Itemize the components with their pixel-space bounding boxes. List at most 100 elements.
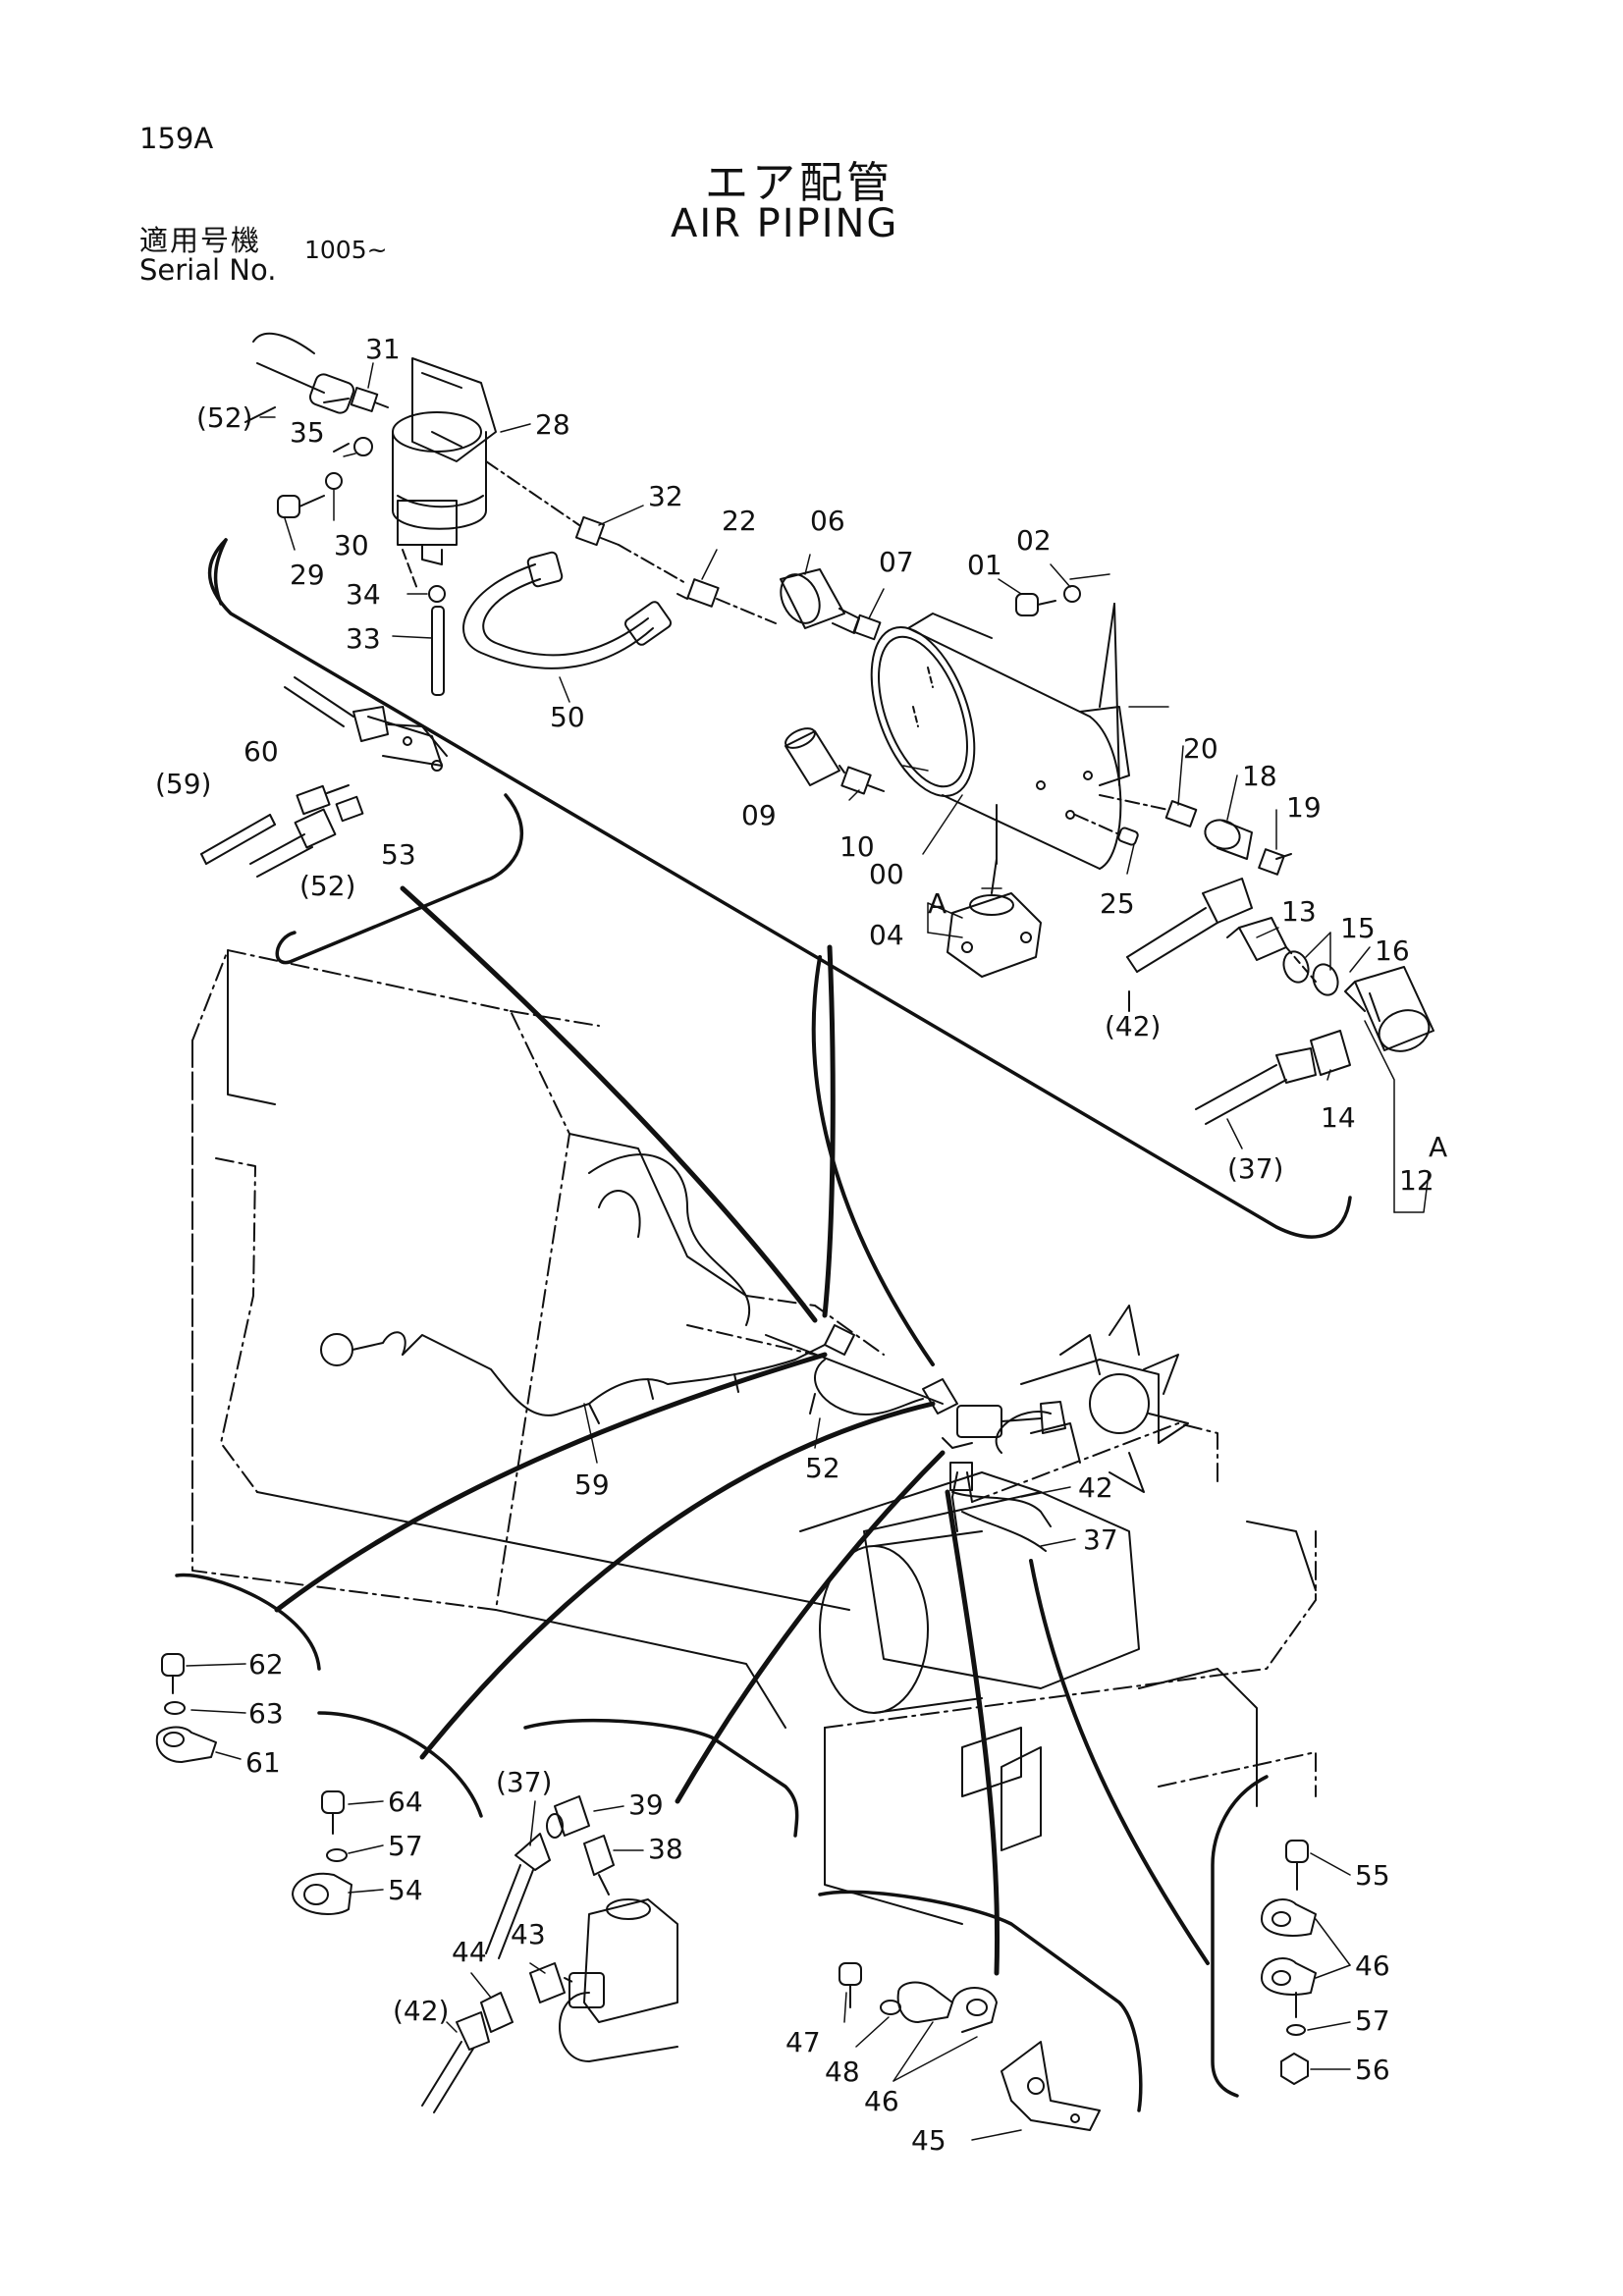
callout-02: 02 xyxy=(1016,524,1052,557)
callout-10: 10 xyxy=(839,830,875,863)
callout-A-governor: A xyxy=(928,887,947,920)
panel-62-border xyxy=(175,1573,321,1671)
callout-56: 56 xyxy=(1355,2054,1390,2086)
rod-59 xyxy=(200,814,276,865)
serial-value: 1005~ xyxy=(304,236,388,264)
callout-07: 07 xyxy=(879,546,914,578)
serial-label-english: Serial No. xyxy=(139,253,277,287)
callout-55: 55 xyxy=(1355,1859,1390,1892)
callout-62: 62 xyxy=(248,1648,284,1681)
callout-12: 12 xyxy=(1399,1164,1434,1197)
clamp-set-54 xyxy=(292,1790,352,1915)
washer-35 xyxy=(353,437,373,456)
band-33 xyxy=(431,606,445,696)
air-separator-28 xyxy=(252,332,497,565)
callout-14: 14 xyxy=(1321,1101,1356,1134)
callout-50: 50 xyxy=(550,701,585,733)
elbow-13 xyxy=(1226,917,1287,961)
callout-37-lower: (37) xyxy=(496,1766,552,1798)
elbow-44 xyxy=(480,1992,514,2033)
callout-16: 16 xyxy=(1375,934,1410,967)
elbow-39 xyxy=(546,1795,590,1839)
elbow-43 xyxy=(529,1962,566,2003)
cooling-fan xyxy=(1059,1305,1189,1493)
pipe-37-lower xyxy=(485,1833,551,1959)
bracket-45 xyxy=(1001,2041,1101,2131)
callout-45: 45 xyxy=(911,2124,947,2157)
air-cylinder-38 xyxy=(559,1898,678,2062)
callout-22: 22 xyxy=(722,505,757,537)
pressure-switch-06 xyxy=(780,568,860,634)
pipe-42-37 xyxy=(949,1462,1052,1552)
inset-fittings xyxy=(200,676,448,878)
washer-16 xyxy=(1312,963,1339,996)
callout-04: 04 xyxy=(869,919,904,951)
callout-54: 54 xyxy=(388,1874,423,1906)
fitting-31 xyxy=(350,387,389,412)
fitting-53 xyxy=(335,795,364,823)
panel-64-border xyxy=(317,1711,483,1818)
leader-lines xyxy=(186,362,1430,2141)
fitting-09 xyxy=(784,727,840,786)
pipe-52-inset xyxy=(249,808,337,878)
callout-35: 35 xyxy=(290,416,325,449)
callout-46-right: 46 xyxy=(1355,1949,1390,1982)
pipe-52 xyxy=(809,1359,924,1415)
callout-63: 63 xyxy=(248,1697,284,1730)
callout-57-left: 57 xyxy=(388,1830,423,1862)
clamp-34 xyxy=(428,585,446,603)
pipe-42-lower xyxy=(421,2011,490,2113)
callout-47: 47 xyxy=(785,2026,821,2058)
clamp-46-lower xyxy=(896,1981,998,2033)
inset-panel-border xyxy=(275,793,524,965)
callout-61: 61 xyxy=(245,1746,281,1779)
callout-31: 31 xyxy=(365,333,401,365)
elbow-19 xyxy=(1258,848,1292,876)
clamp-set-61 xyxy=(155,1653,217,1763)
pipe-37-upper xyxy=(1195,1047,1317,1125)
callout-34: 34 xyxy=(346,578,381,611)
callout-06: 06 xyxy=(810,505,845,537)
washer-02 xyxy=(1063,585,1081,603)
fitting-07 xyxy=(852,614,882,641)
clamp-set-46-right xyxy=(1261,1840,1317,2085)
pipe-42-upper xyxy=(1126,878,1253,973)
page-code: 159A xyxy=(139,122,214,155)
callout-19: 19 xyxy=(1286,791,1322,824)
callout-A-valve: A xyxy=(1429,1131,1447,1163)
callout-30: 30 xyxy=(334,529,369,561)
callout-38: 38 xyxy=(648,1833,683,1865)
callout-15: 15 xyxy=(1340,912,1376,944)
callout-42: 42 xyxy=(1078,1471,1113,1504)
air-tank-00 xyxy=(870,603,1130,870)
serial-label-japanese: 適用号機 xyxy=(139,224,262,257)
callout-00: 00 xyxy=(869,858,904,890)
callout-52: 52 xyxy=(805,1452,840,1484)
engine-body-outline xyxy=(191,949,1317,1925)
callout-32: 32 xyxy=(648,480,683,512)
callout-43: 43 xyxy=(511,1918,546,1950)
unloader-valve-12 xyxy=(1344,966,1434,1052)
fitting-38 xyxy=(583,1835,615,1896)
valve-18 xyxy=(1204,819,1253,860)
callout-42-upper: (42) xyxy=(1105,1010,1161,1042)
callout-59-inset: (59) xyxy=(155,768,211,800)
panel-39-border xyxy=(523,1718,799,1838)
upper-panel-border-top xyxy=(213,538,228,606)
panel-55-border xyxy=(1211,1775,1269,2098)
panel-45-border xyxy=(818,1890,1143,2112)
fitting-22 xyxy=(676,578,720,608)
callout-01: 01 xyxy=(967,549,1002,581)
callout-29: 29 xyxy=(290,559,325,591)
fitting-20 xyxy=(1164,800,1198,828)
callout-52-inset: (52) xyxy=(299,870,355,902)
washer-15 xyxy=(1282,950,1310,984)
callout-39: 39 xyxy=(628,1789,664,1821)
upper-panel-border xyxy=(208,538,1352,1239)
plug-25 xyxy=(1117,827,1139,846)
fitting-10 xyxy=(840,766,885,795)
callout-48: 48 xyxy=(825,2056,860,2088)
callout-59: 59 xyxy=(574,1468,610,1501)
bolt-29 xyxy=(277,495,325,518)
